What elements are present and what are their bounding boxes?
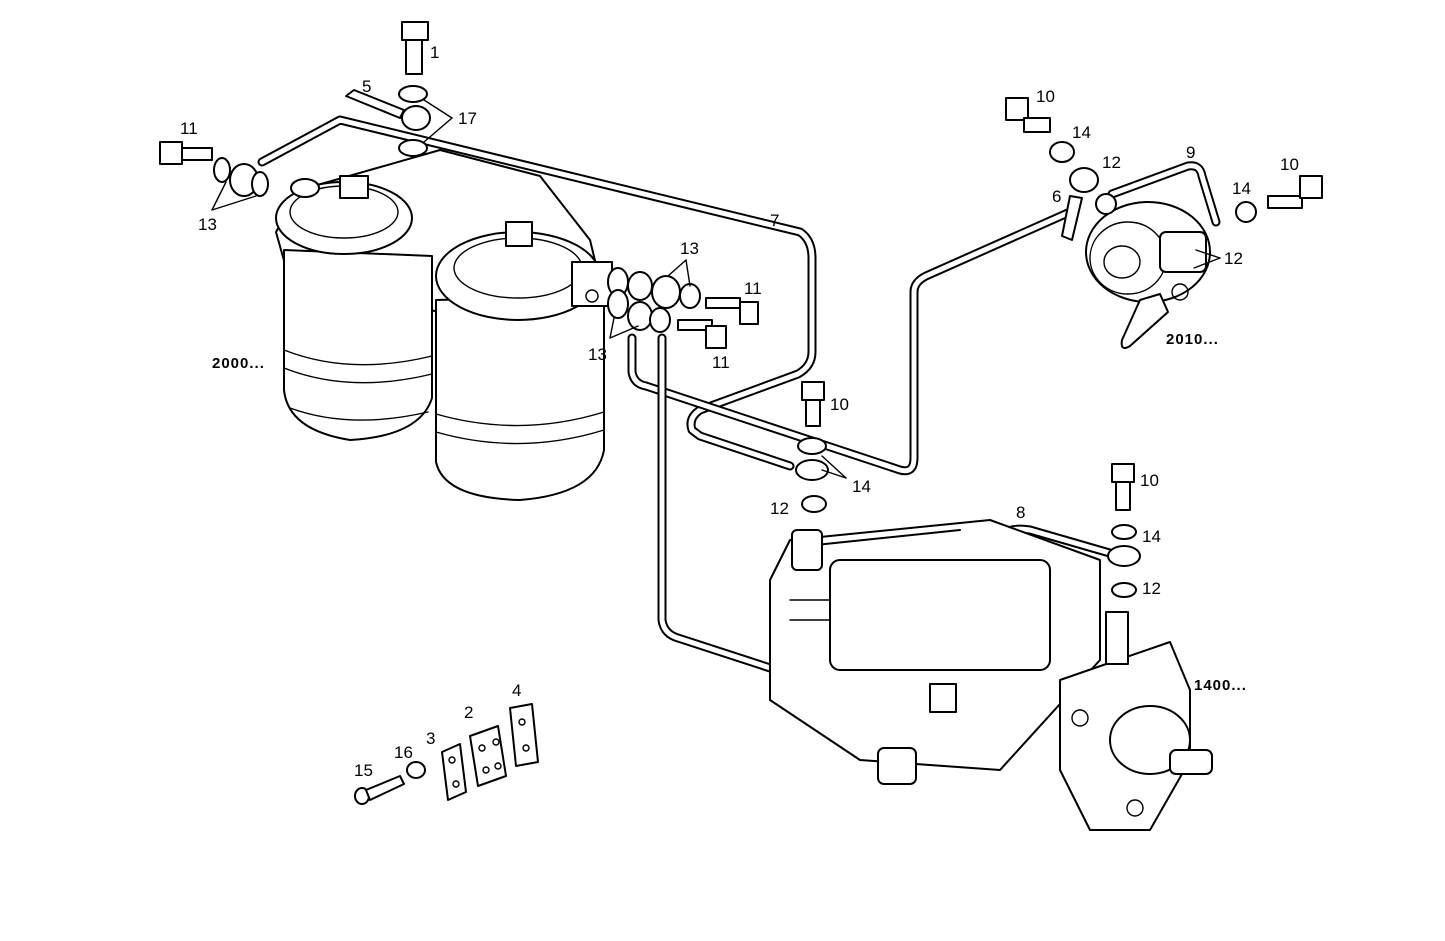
banjo-fitting-6	[1061, 167, 1099, 241]
washers-13-left	[213, 157, 269, 197]
bolt-10-center	[801, 381, 825, 427]
callout-14-feedpump-left: 14	[1072, 123, 1091, 142]
callout-5: 5	[362, 77, 371, 96]
injection-pump-1400	[769, 519, 1213, 831]
callout-14-feedpump-right: 14	[1232, 179, 1251, 198]
fuel-pipe-to-feed-pump	[627, 207, 1075, 476]
fuel-pipe-7	[257, 115, 817, 471]
callout-10-feedpump-right: 10	[1280, 155, 1299, 174]
washer-16	[406, 761, 426, 779]
banjo-fitting-17	[401, 105, 431, 131]
banjo-fitting-injection	[1107, 545, 1141, 567]
callout-14-center: 14	[852, 477, 871, 496]
callout-2: 2	[464, 703, 473, 722]
callout-11-left: 11	[180, 119, 198, 138]
bolt-11-left	[159, 141, 213, 165]
washer-17-upper	[398, 85, 428, 103]
ref-2000: 2000...	[212, 355, 265, 372]
bolt-1	[401, 21, 429, 75]
washer-14-feedpump-right	[1235, 201, 1257, 223]
fuel-pipe-to-injection-pump	[657, 333, 935, 725]
bolt-11-upper	[705, 297, 759, 325]
callout-15: 15	[354, 761, 373, 780]
washers-13-outlet	[607, 267, 701, 333]
callout-13-lower: 13	[588, 345, 607, 364]
banjo-fitting-center	[795, 459, 829, 481]
fuel-pipe-9	[1107, 161, 1221, 227]
washer-17-lower	[398, 139, 428, 157]
callout-14-injection: 14	[1142, 527, 1161, 546]
bracket-2	[469, 725, 507, 787]
filter-assembly-2000	[275, 149, 613, 501]
callout-7: 7	[770, 211, 779, 230]
callout-11-upper: 11	[744, 279, 762, 298]
callout-10-feedpump-left: 10	[1036, 87, 1055, 106]
callout-10-center: 10	[830, 395, 849, 414]
bleed-screw-5	[345, 89, 405, 119]
washer-12-injection	[1111, 582, 1137, 598]
bolt-10-injection	[1111, 463, 1135, 511]
callout-12-feedpump-side: 12	[1224, 249, 1243, 268]
plate-4	[509, 703, 539, 767]
callout-17: 17	[458, 109, 477, 128]
screw-15	[354, 775, 405, 805]
callout-11-lower: 11	[712, 353, 730, 372]
callout-13-left: 13	[198, 215, 217, 234]
ref-1400: 1400...	[1194, 677, 1247, 694]
bolt-11-lower	[677, 319, 727, 349]
leader-lines	[211, 99, 1221, 479]
callout-8: 8	[1016, 503, 1025, 522]
callout-1: 1	[430, 43, 439, 62]
callout-12-injection: 12	[1142, 579, 1161, 598]
callout-10-injection: 10	[1140, 471, 1159, 490]
callout-13-upper: 13	[680, 239, 699, 258]
callout-6: 6	[1052, 187, 1061, 206]
callout-12-center: 12	[770, 499, 789, 518]
callout-3: 3	[426, 729, 435, 748]
washer-14-feedpump-left	[1049, 141, 1075, 163]
callout-labels: 1 5 17 11 13 7 13 11 13 11 2000... 10 14…	[180, 43, 1299, 780]
washer-14-center	[797, 437, 827, 455]
bolt-10-feedpump-left	[1005, 97, 1051, 133]
callout-16: 16	[394, 743, 413, 762]
feed-pump-2010	[1085, 201, 1211, 349]
washer-14-injection	[1111, 524, 1137, 540]
washer-12-feedpump	[1095, 193, 1117, 215]
bolt-10-feedpump-right	[1267, 175, 1323, 209]
callout-12-feedpump-top: 12	[1102, 153, 1121, 172]
washer-12-center	[801, 495, 827, 513]
callout-4: 4	[512, 681, 521, 700]
callout-9: 9	[1186, 143, 1195, 162]
ref-2010: 2010...	[1166, 331, 1219, 348]
bracket-3	[441, 743, 467, 801]
